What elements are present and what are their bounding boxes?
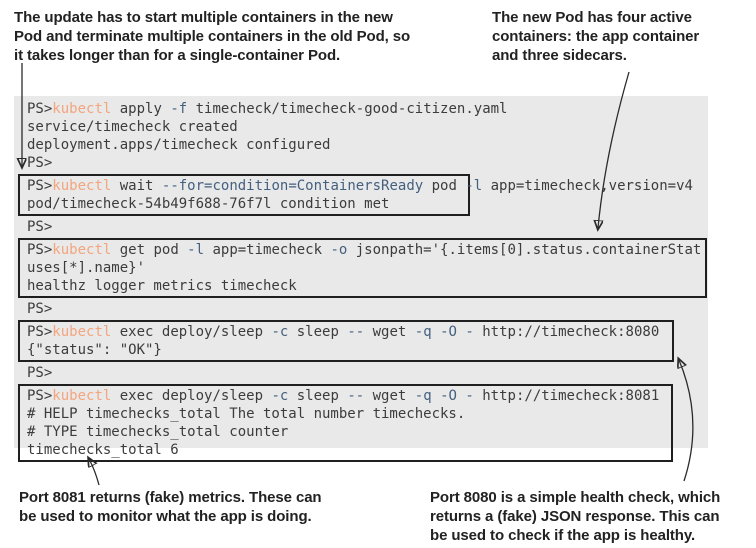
terminal-text-token: wait: [111, 178, 162, 194]
flag-token: --: [347, 388, 365, 404]
terminal-text-token: timechecks_total 6: [27, 442, 179, 458]
terminal-text-token: deployment.apps/timecheck configured: [27, 137, 331, 153]
terminal-text-token: PS>: [27, 324, 53, 340]
terminal-text-token: [432, 388, 440, 404]
terminal-line: {"status": "OK"}: [20, 341, 672, 359]
annotation-bottom-left: Port 8081 returns (fake) metrics. These …: [19, 489, 322, 525]
annotation-top-right: The new Pod has four active containers: …: [492, 9, 700, 64]
terminal-text-token: exec deploy/sleep: [111, 388, 272, 404]
terminal-text-token: PS>: [27, 155, 53, 171]
terminal-text-token: {"status": "OK"}: [27, 342, 162, 358]
terminal-line: pod/timecheck-54b49f688-76f7l condition …: [20, 195, 468, 213]
terminal-text-token: http://timecheck:8081: [473, 388, 660, 404]
terminal-text-token: apply: [111, 101, 171, 117]
terminal-text-token: service/timecheck created: [27, 119, 238, 135]
kubectl-command-token: kubectl: [52, 242, 112, 258]
arrow-bottom-left: [89, 459, 100, 486]
flag-token: -c: [271, 388, 289, 404]
terminal-text-token: uses[*].name}': [27, 260, 146, 276]
terminal-text-token: PS>: [27, 301, 53, 317]
terminal-line: PS>: [14, 364, 708, 382]
terminal-text-token: healthz logger metrics timecheck: [27, 278, 297, 294]
terminal-line: PS>kubectl get pod -l app=timecheck -o j…: [20, 241, 705, 259]
flag-token: --for=condition=ContainersReady: [161, 178, 424, 194]
flag-token: -f: [170, 101, 188, 117]
terminal-window: PS>kubectl apply -f timecheck/timecheck-…: [14, 96, 708, 462]
terminal-text-token: http://timecheck:8080: [473, 324, 660, 340]
terminal-text-token: # TYPE timechecks_total counter: [27, 424, 289, 440]
terminal-block-prompt: PS>: [14, 300, 708, 318]
terminal-line: PS>kubectl exec deploy/sleep -c sleep --…: [20, 387, 671, 405]
terminal-line: PS>: [14, 218, 708, 236]
highlight-box-health-8080: PS>kubectl exec deploy/sleep -c sleep --…: [18, 320, 674, 362]
kubectl-command-token: kubectl: [52, 324, 112, 340]
terminal-text-token: PS>: [27, 178, 53, 194]
flag-token: -O: [440, 388, 457, 404]
flag-token: -c: [271, 324, 289, 340]
flag-token: -l: [465, 178, 483, 194]
terminal-line: # TYPE timechecks_total counter: [20, 423, 671, 441]
terminal-text-token: app=timecheck,version=v4: [482, 178, 693, 194]
terminal-line: PS>: [14, 154, 708, 172]
terminal-line: PS>kubectl wait --for=condition=Containe…: [20, 177, 693, 195]
terminal-text-token: jsonpath='{.items[0].status.containerSta…: [347, 242, 702, 258]
terminal-text-token: exec deploy/sleep: [111, 324, 272, 340]
terminal-text-token: PS>: [27, 101, 53, 117]
terminal-text-token: [432, 324, 440, 340]
terminal-text-token: sleep: [288, 324, 348, 340]
terminal-text-token: # HELP timechecks_total The total number…: [27, 406, 466, 422]
terminal-text-token: wget: [364, 324, 415, 340]
terminal-line: deployment.apps/timecheck configured: [14, 136, 708, 154]
terminal-line: service/timecheck created: [14, 118, 708, 136]
terminal-text-token: sleep: [288, 388, 348, 404]
terminal-text-token: PS>: [27, 388, 53, 404]
terminal-line: PS>kubectl exec deploy/sleep -c sleep --…: [20, 323, 672, 341]
terminal-line: uses[*].name}': [20, 259, 705, 277]
terminal-block-prompt: PS>: [14, 218, 708, 236]
highlight-box-get-pod: PS>kubectl get pod -l app=timecheck -o j…: [18, 238, 707, 298]
flag-token: -q: [414, 388, 432, 404]
flag-token: -q: [414, 324, 432, 340]
terminal-text-token: pod: [423, 178, 466, 194]
annotation-bottom-right: Port 8080 is a simple health check, whic…: [430, 489, 721, 544]
flag-token: -O: [440, 324, 457, 340]
highlight-box-metrics-8081: PS>kubectl exec deploy/sleep -c sleep --…: [18, 384, 673, 462]
terminal-line: PS>: [14, 300, 708, 318]
terminal-text-token: get pod: [111, 242, 188, 258]
terminal-text-token: timecheck/timecheck-good-citizen.yaml: [187, 101, 508, 117]
kubectl-command-token: kubectl: [52, 388, 112, 404]
terminal-block-apply: PS>kubectl apply -f timecheck/timecheck-…: [14, 100, 708, 172]
annotation-top-left: The update has to start multiple contain…: [14, 9, 411, 64]
terminal-line: PS>kubectl apply -f timecheck/timecheck-…: [14, 100, 708, 118]
flag-token: -: [465, 324, 474, 340]
terminal-line: # HELP timechecks_total The total number…: [20, 405, 671, 423]
terminal-text-token: PS>: [27, 365, 53, 381]
terminal-line: timechecks_total 6: [20, 441, 671, 459]
terminal-text-token: PS>: [27, 219, 53, 235]
terminal-text-token: wget: [364, 388, 415, 404]
kubectl-command-token: kubectl: [52, 101, 112, 117]
flag-token: -l: [187, 242, 205, 258]
terminal-line: healthz logger metrics timecheck: [20, 277, 705, 295]
flag-token: --: [347, 324, 365, 340]
kubectl-command-token: kubectl: [52, 178, 112, 194]
flag-token: -o: [330, 242, 348, 258]
flag-token: -: [465, 388, 474, 404]
terminal-text-token: pod/timecheck-54b49f688-76f7l condition …: [27, 196, 390, 212]
terminal-block-prompt: PS>: [14, 364, 708, 382]
terminal-text-token: PS>: [27, 242, 53, 258]
terminal-text-token: app=timecheck: [204, 242, 331, 258]
highlight-box-wait: PS>kubectl wait --for=condition=Containe…: [18, 174, 693, 216]
